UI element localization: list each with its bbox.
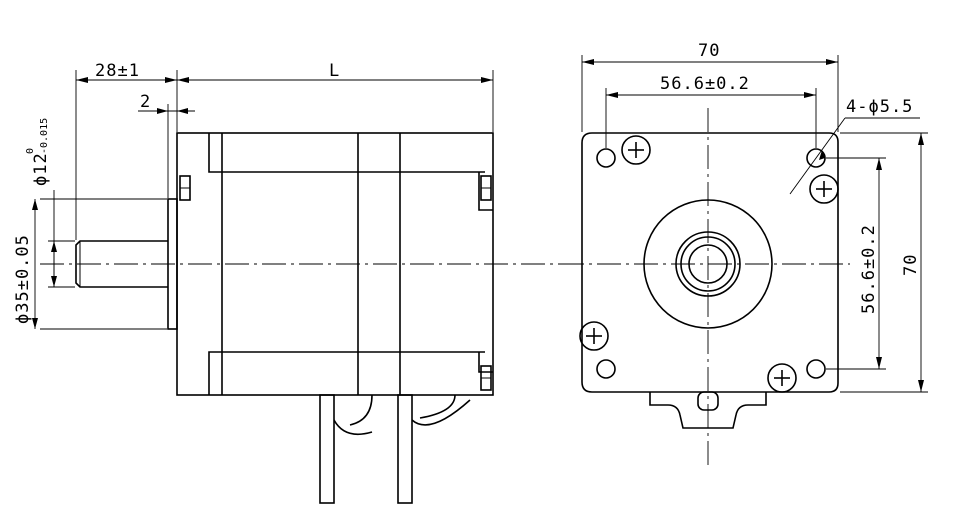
screw-right — [809, 174, 839, 204]
cable-left — [319, 394, 335, 504]
dim-shaft-dia-lower: -0.015 — [39, 118, 50, 154]
dim-shaft-dia-upper: 0 — [25, 148, 36, 154]
mount-hole-bottom-left — [596, 359, 616, 379]
dim-front-height: 70 — [901, 254, 921, 276]
screw-top — [621, 135, 651, 165]
dim-hole-spacing-h: 56.6±0.2 — [660, 74, 750, 94]
dim-mount-holes: 4-ϕ5.5 — [846, 97, 913, 117]
mount-hole-bottom-right — [806, 359, 826, 379]
cable-right — [397, 394, 413, 504]
front-face — [581, 132, 839, 393]
screw-left — [579, 321, 609, 351]
dim-hole-spacing-v: 56.6±0.2 — [859, 224, 879, 314]
dim-pilot-dia: ϕ35±0.05 — [13, 234, 33, 324]
dim-shaft-length: 28±1 — [95, 61, 140, 81]
shaft — [75, 240, 168, 288]
dim-shaft-dia: ϕ12 — [31, 152, 51, 186]
dim-body-length: L — [329, 61, 340, 81]
dim-flange: 2 — [140, 92, 151, 112]
pilot-boss — [643, 199, 773, 329]
screw-bottom — [767, 363, 797, 393]
shaft-collar — [675, 231, 741, 297]
dimension-labels: 28±1 L 2 ϕ12 0 -0.015 ϕ35±0.05 70 56.6±0… — [13, 41, 921, 324]
dim-front-width: 70 — [698, 41, 720, 61]
connector-housing — [649, 392, 767, 429]
side-view — [32, 70, 560, 504]
front-view — [560, 55, 928, 468]
mount-hole-top-left — [596, 148, 616, 168]
pilot-flange — [167, 198, 178, 330]
